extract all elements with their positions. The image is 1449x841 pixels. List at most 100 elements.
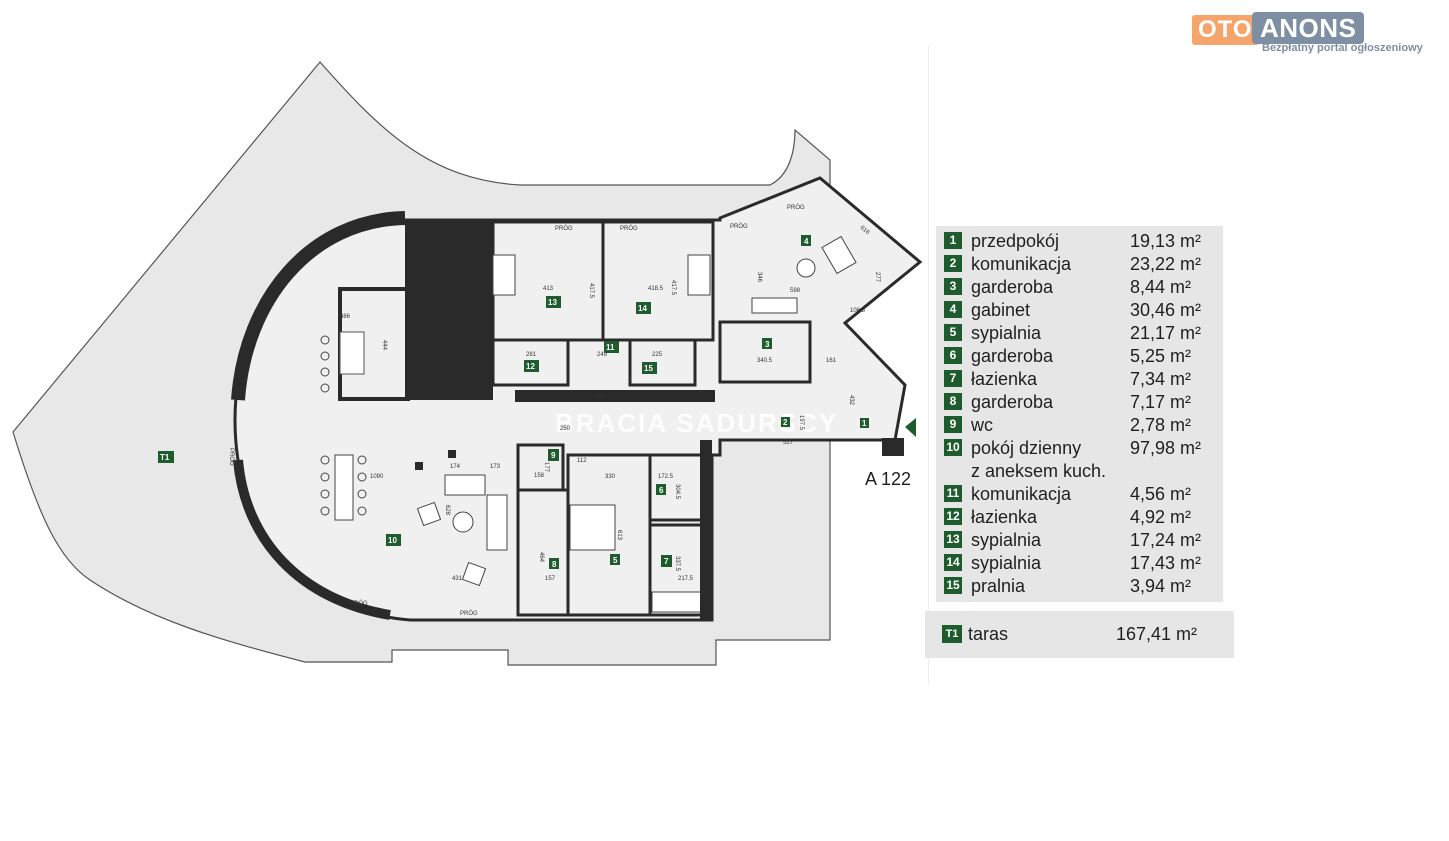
dimension-label: 174 xyxy=(450,464,461,470)
legend-room-name: komunikacja xyxy=(971,484,1072,504)
floor-plan: BRACIA SADURSCY 413 417.5 418.5 417.5 48… xyxy=(12,61,923,666)
legend-row-6: 6 garderoba 5,25 m² xyxy=(944,345,1219,367)
dimension-label: 225 xyxy=(652,352,663,358)
dimension-label: 158 xyxy=(534,473,545,479)
legend-room-name: garderoba xyxy=(971,346,1054,366)
plan-watermark: BRACIA SADURSCY xyxy=(555,408,838,438)
door-threshold-label: PRÓG xyxy=(228,448,235,466)
dimension-label: 108.5 xyxy=(850,308,866,314)
legend-room-name: garderoba xyxy=(971,392,1054,412)
legend-badge: 8 xyxy=(944,393,962,410)
legend-room-area: 30,46 m² xyxy=(1130,300,1202,320)
room-tag: 12 xyxy=(526,362,535,371)
door-threshold-label: PRÓG xyxy=(620,225,638,232)
dimension-label: 417.5 xyxy=(588,283,594,299)
legend-room-name: sypialnia xyxy=(971,530,1042,550)
dimension-label: 444 xyxy=(381,340,387,351)
dimension-label: 346 xyxy=(756,272,762,283)
terrace-name: taras xyxy=(968,624,1009,644)
logo-part-oto: OTO xyxy=(1192,15,1259,45)
divider xyxy=(928,45,929,685)
dimension-label: 330 xyxy=(605,474,616,480)
room-tag: 9 xyxy=(551,451,556,460)
legend-row-1: 1 przedpokój 19,13 m² xyxy=(944,230,1219,252)
legend-row-2: 2 komunikacja 23,22 m² xyxy=(944,253,1219,275)
legend-badge: 11 xyxy=(944,485,962,502)
legend-row-15: 15 pralnia 3,94 m² xyxy=(944,575,1219,597)
legend-row-8: 8 garderoba 7,17 m² xyxy=(944,391,1219,413)
legend-badge: 12 xyxy=(944,508,962,525)
legend-room-area: 3,94 m² xyxy=(1130,576,1192,596)
legend-room-name: łazienka xyxy=(971,369,1038,389)
dimension-label: 277 xyxy=(874,272,880,283)
apartment-label: A 122 xyxy=(865,469,911,489)
legend-room-area: 23,22 m² xyxy=(1130,254,1202,274)
legend-row-14: 14 sypialnia 17,43 m² xyxy=(944,552,1219,574)
dimension-label: 340.5 xyxy=(757,358,773,364)
room-tag: 1 xyxy=(862,419,867,428)
door-labels: PRÓG PRÓG PRÓG PRÓG PRÓG PRÓG PRÓG xyxy=(228,204,805,617)
door-threshold-label: PRÓG xyxy=(730,223,748,230)
legend-badge: 14 xyxy=(944,554,962,571)
legend-row-9: 9 wc 2,78 m² xyxy=(944,414,1219,436)
terrace-badge: T1 xyxy=(942,625,962,643)
room-tag: 5 xyxy=(613,556,618,565)
legend-room-name: łazienka xyxy=(971,507,1038,527)
legend-room-area: 4,56 m² xyxy=(1130,484,1192,504)
legend-row-12: 12 łazienka 4,92 m² xyxy=(944,506,1219,528)
dimension-label: 304.5 xyxy=(674,484,680,500)
legend-room-name: pralnia xyxy=(971,576,1026,596)
room-tag: 2 xyxy=(783,418,788,427)
legend-badge: 10 xyxy=(944,439,962,456)
room-tag: 6 xyxy=(659,486,664,495)
legend-badge: 9 xyxy=(944,416,962,433)
room-tag: 14 xyxy=(638,304,647,313)
legend-room-name: pokój dzienny xyxy=(971,438,1082,458)
legend-room-name: komunikacja xyxy=(971,254,1072,274)
bed-14 xyxy=(687,254,711,296)
desk-4 xyxy=(821,235,857,275)
legend-room10-continuation: z aneksem kuch. xyxy=(971,461,1107,481)
dimension-label: 464 xyxy=(538,552,544,563)
dimension-label: 640 xyxy=(595,394,606,400)
legend-badge: 15 xyxy=(944,577,962,594)
otoanons-logo[interactable]: OTO ANONS Bezpłatny portal ogłoszeniowy xyxy=(1192,12,1437,57)
dimension-label: 616 xyxy=(859,225,871,236)
dining-table xyxy=(334,454,354,521)
dimension-label: 628 xyxy=(444,505,450,516)
terrace-area-value: 167,41 m² xyxy=(1116,624,1198,644)
dimension-label: 161 xyxy=(826,358,837,364)
legend-room-area: 7,34 m² xyxy=(1130,369,1192,389)
kitchen-island xyxy=(339,331,365,375)
dimension-label: 217.5 xyxy=(678,576,694,582)
legend-room-name: sypialnia xyxy=(971,553,1042,573)
sofa-4 xyxy=(751,297,798,314)
legend-badge: 5 xyxy=(944,324,962,341)
legend-row-4: 4 gabinet 30,46 m² xyxy=(944,299,1219,321)
bed-13 xyxy=(492,254,516,296)
legend-badge: 2 xyxy=(944,255,962,272)
dimension-label: 527 xyxy=(783,440,794,446)
dimension-label: 173 xyxy=(490,464,501,470)
legend-room-area: 7,17 m² xyxy=(1130,392,1192,412)
room-tag: 10 xyxy=(388,536,397,545)
legend-row-7: 7 łazienka 7,34 m² xyxy=(944,368,1219,390)
dimension-label: 249 xyxy=(597,352,608,358)
dimension-label: 281 xyxy=(526,352,537,358)
room-legend: 1 przedpokój 19,13 m² 2 komunikacja 23,2… xyxy=(936,226,1223,602)
laundry-15 xyxy=(628,338,697,387)
legend-room-area: 4,92 m² xyxy=(1130,507,1192,527)
legend-room-name: sypialnia xyxy=(971,323,1042,343)
door-threshold-label: PRÓG xyxy=(555,225,573,232)
room-tag: 3 xyxy=(765,340,770,349)
bed-5 xyxy=(569,504,616,551)
legend-row-10: 10 pokój dzienny 97,98 m² xyxy=(944,437,1219,459)
dimension-label: 431 xyxy=(452,576,463,582)
room-tag: T1 xyxy=(160,453,170,462)
dimension-label: 413 xyxy=(543,286,554,292)
legend-room-area: 17,43 m² xyxy=(1130,553,1202,573)
dimension-label: 157 xyxy=(545,576,556,582)
curved-wall-west xyxy=(231,211,406,401)
legend-row-11: 11 komunikacja 4,56 m² xyxy=(944,483,1219,505)
wardrobe-3 xyxy=(718,320,812,384)
